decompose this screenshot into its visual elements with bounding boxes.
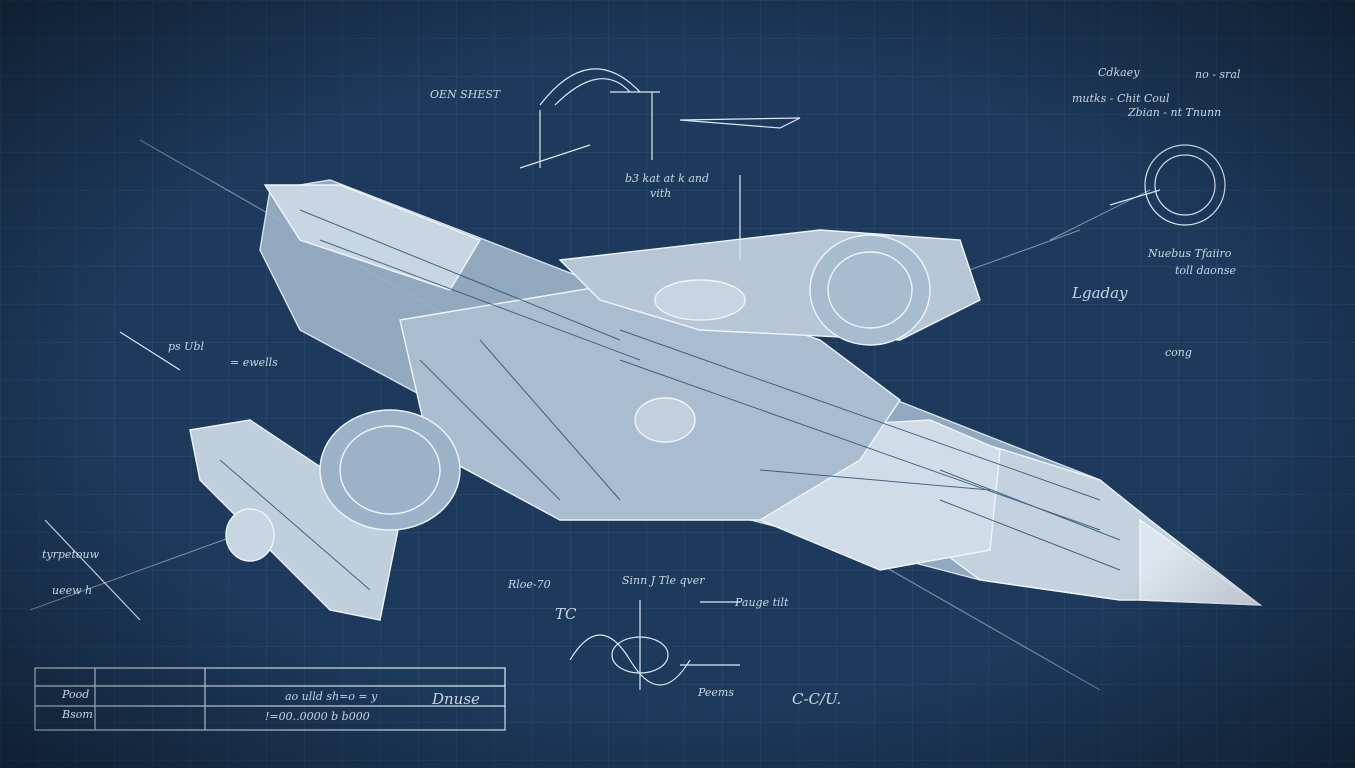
table-cell-5: !=00..0000 b b000 <box>265 710 370 723</box>
note-right-mid-1: Lgaday <box>1072 284 1128 302</box>
note-bottom-center-2: Sinn J Tle qver <box>622 574 705 587</box>
note-left-mid-1: ps Ubl <box>168 340 205 353</box>
note-top-right-1: Cdkaey <box>1098 66 1140 79</box>
note-top-center-2: vith <box>650 187 672 200</box>
note-top-right-4: no - sral <box>1195 68 1241 81</box>
note-bottom-center-1: Rloe-70 <box>508 578 551 591</box>
table-cell-1: Pood <box>62 688 90 701</box>
note-bottom-center-6: C-C/U. <box>792 690 842 708</box>
table-cell-2: Bsom <box>62 708 93 721</box>
note-left-mid-2: = ewells <box>230 356 278 369</box>
note-bottom-left-2: ueew h <box>52 584 93 597</box>
note-bottom-center-3: Pauge tilt <box>735 596 789 609</box>
note-right-mid-4: cong <box>1165 346 1192 359</box>
note-top-left: OEN SHEST <box>430 88 501 101</box>
note-bottom-center-4: TC <box>555 605 577 623</box>
table-cell-3: Dnuse <box>432 690 480 708</box>
note-right-mid-3: toll daonse <box>1175 264 1237 277</box>
note-bottom-left-1: tyrpetouw <box>42 548 99 561</box>
note-top-right-3: Zbian - nt Tnunn <box>1128 106 1222 119</box>
note-top-center-1: b3 kat at k and <box>625 172 709 185</box>
table-cell-4: ao ulld sh=o = y <box>285 690 378 703</box>
note-right-mid-2: Nuebus Tfaiiro <box>1148 247 1232 260</box>
note-bottom-center-5: Peems <box>698 686 735 699</box>
note-top-right-2: mutks - Chit Coul <box>1072 92 1170 105</box>
